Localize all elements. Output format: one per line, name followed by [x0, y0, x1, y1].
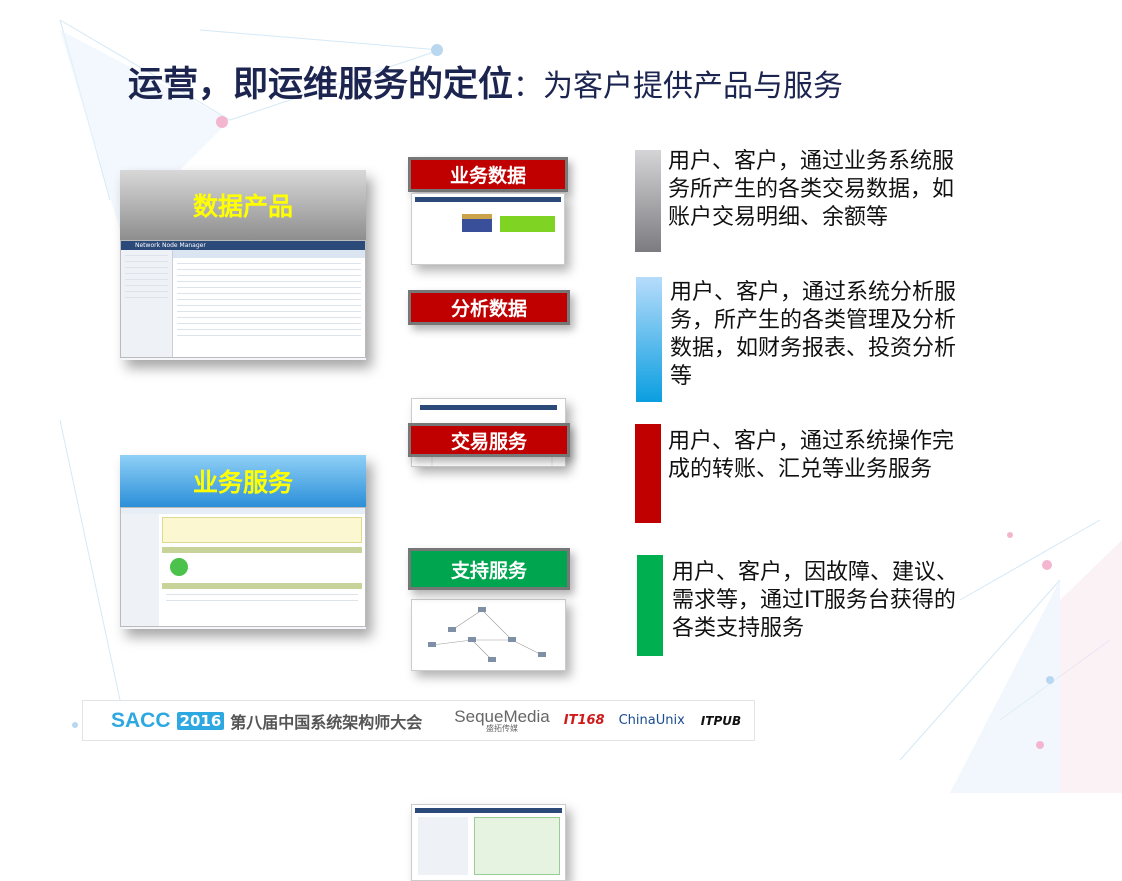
card-support-service-label: 支持服务: [450, 559, 527, 582]
desc-bar-transaction-service: [635, 424, 661, 523]
sequemedia-text: SequeMedia: [454, 707, 550, 726]
desc-bar-business-data: [635, 150, 661, 252]
title-bold: 运营，即运维服务的定位: [128, 65, 514, 105]
desc-bar-analysis-data: [636, 277, 662, 402]
chinaunix-logo: ChinaUnix: [618, 713, 685, 728]
card-business-data-screenshot: [411, 193, 565, 265]
card-transaction-service-header: 交易服务: [408, 423, 570, 457]
nnm-screenshot: Network Node Manager: [120, 240, 366, 358]
itpub-logo: ITPUB: [700, 713, 742, 728]
desc-analysis-data: 用户、客户，通过系统分析服务，所产生的各类管理及分析数据，如财务报表、投资分析等: [670, 280, 957, 389]
data-product-band: 数据产品: [120, 170, 366, 240]
desc-bar-support-service: [637, 555, 663, 656]
business-service-panel: 业务服务: [120, 455, 366, 629]
it168-logo: IT168: [563, 713, 605, 728]
sacc-logo: SACC: [111, 708, 171, 732]
title-normal: ：为客户提供产品与服务: [513, 69, 844, 104]
card-transaction-service-screenshot: [411, 599, 566, 671]
card-analysis-data-header: 分析数据: [408, 290, 570, 325]
service-report-screenshot: [120, 507, 366, 627]
page-title: 运营，即运维服务的定位：为客户提供产品与服务: [128, 56, 843, 107]
card-transaction-service-label: 交易服务: [450, 430, 527, 453]
sequemedia-logo: SequeMedia 盛拓传媒: [454, 708, 549, 733]
data-product-label: 数据产品: [192, 192, 293, 221]
card-business-data-label: 业务数据: [449, 165, 526, 187]
sequemedia-cn: 盛拓传媒: [486, 724, 519, 733]
desc-transaction-service: 用户、客户，通过系统操作完成的转账、汇兑等业务服务: [668, 429, 955, 482]
business-service-band: 业务服务: [120, 455, 366, 507]
business-service-label: 业务服务: [192, 468, 293, 497]
desc-support-service: 用户、客户，因故障、建议、需求等，通过IT服务台获得的各类支持服务: [672, 560, 959, 641]
card-analysis-data-label: 分析数据: [450, 298, 527, 320]
sacc-year: 2016: [176, 711, 225, 730]
background-decoration: [59, 19, 1122, 793]
conference-name: 第八届中国系统架构师大会: [230, 712, 423, 732]
card-business-data-header: 业务数据: [408, 157, 568, 192]
desc-business-data: 用户、客户，通过业务系统服务所产生的各类交易数据，如账户交易明细、余额等: [668, 149, 955, 230]
nnm-app-title: Network Node Manager: [121, 241, 365, 250]
card-support-service-screenshot: [411, 804, 566, 881]
footer-sponsor-bar: SACC 2016 第八届中国系统架构师大会 SequeMedia 盛拓传媒 I…: [82, 700, 755, 741]
card-support-service-header: 支持服务: [408, 548, 570, 590]
data-product-panel: 数据产品 Network Node Manager: [120, 170, 366, 360]
